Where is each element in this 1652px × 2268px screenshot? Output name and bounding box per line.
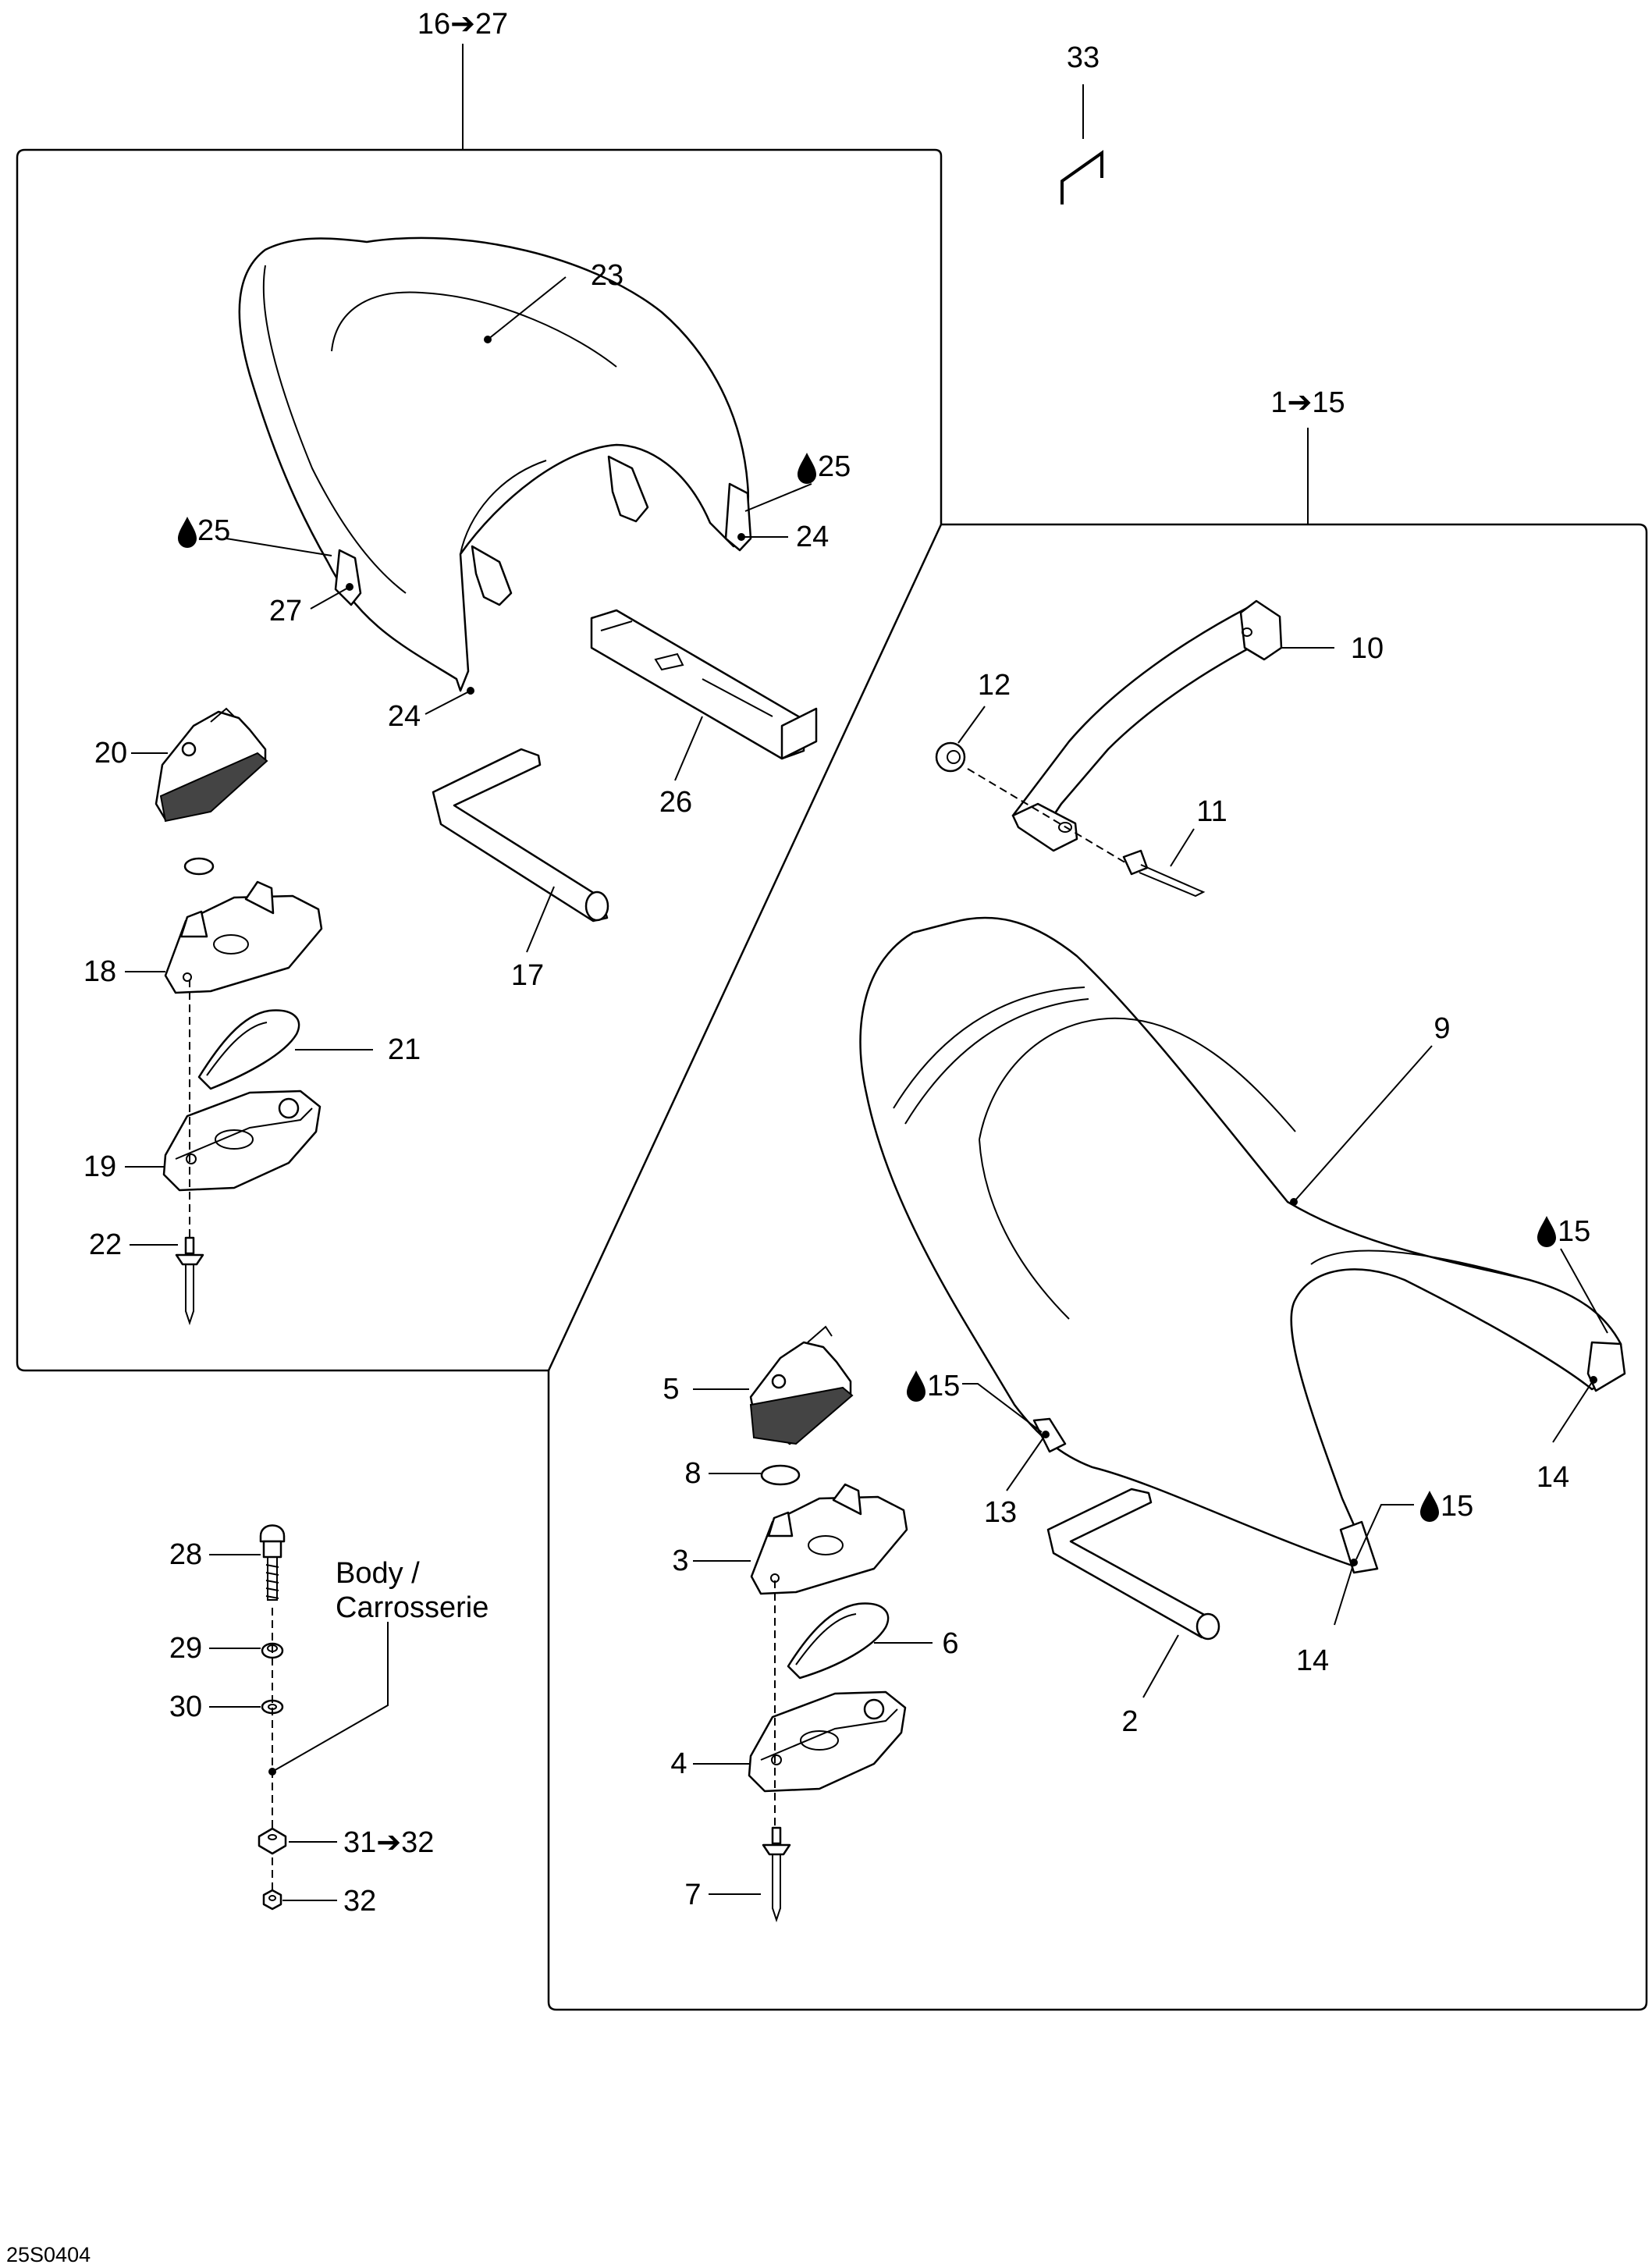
label-26: 26 [659,786,692,819]
part-4-base [748,1690,907,1793]
label-29: 29 [169,1632,202,1665]
label-18: 18 [83,955,116,988]
label-4: 4 [670,1747,687,1780]
label-15a: 15 [1558,1215,1590,1248]
driver-seat-group-frame [547,523,1648,2011]
passenger-group-range-label: 16➔27 [417,8,508,41]
label-28: 28 [169,1538,202,1571]
oil-drop-icon [178,517,197,548]
label-30: 30 [169,1690,202,1723]
label-17: 17 [511,959,544,992]
label-25b: 25 [197,514,230,547]
label-15b: 15 [927,1370,960,1402]
label-27: 27 [269,595,302,627]
label-32: 32 [343,1885,376,1918]
oil-drop-icon [1420,1491,1439,1522]
part-3-plate [750,1483,908,1595]
label-23: 23 [591,259,623,292]
part-11-rivet [1122,849,1206,898]
part-7-rivet [762,1826,791,1923]
part-8-washer [760,1464,801,1486]
label-25a: 25 [818,450,851,483]
part-32-nut [262,1889,282,1911]
part-18-plate [164,857,323,994]
part-19-base [162,1090,322,1192]
part-28-bolt [259,1524,286,1601]
label-13: 13 [984,1496,1017,1529]
part-21-spring [197,1009,300,1090]
part-2-rod [1046,1488,1220,1641]
part-22-rivet [175,1236,204,1326]
label-21: 21 [388,1033,421,1066]
passenger-seat-group-frame [16,148,943,1372]
driver-seat-cushion [859,916,1626,1574]
oil-drop-icon [798,453,816,484]
label-6: 6 [942,1627,958,1660]
label-22: 22 [89,1228,122,1261]
label-24b: 24 [388,700,421,733]
oil-drop-icon [1537,1216,1556,1247]
body-label-line2: Carrosserie [336,1591,488,1624]
passenger-seat-cushion [238,236,752,692]
part-10-handle [1011,599,1283,852]
label-12: 12 [978,669,1011,702]
part-17-rod [432,748,609,922]
drawing-code: 25S0404 [6,2243,91,2266]
label-14b: 14 [1296,1644,1329,1677]
part-31-clip-nut [258,1827,287,1855]
label-2: 2 [1121,1705,1138,1738]
label-11: 11 [1196,795,1227,828]
label-20: 20 [94,737,127,770]
label-10: 10 [1351,632,1384,665]
label-9: 9 [1434,1012,1450,1045]
part-5-latch [749,1325,854,1445]
label-14a: 14 [1537,1461,1569,1494]
body-label-line1: Body / [336,1557,420,1590]
part-12-grommet [935,741,966,773]
label-8: 8 [684,1457,701,1490]
part-26-strap [590,609,818,760]
part-6-spring [787,1602,890,1680]
part-33-clip [1060,150,1103,204]
label-3: 3 [672,1545,688,1577]
label-33: 33 [1067,41,1100,74]
oil-drop-icon [907,1370,925,1402]
part-20-latch [155,707,268,823]
driver-group-range-label: 1➔15 [1270,386,1345,419]
label-5: 5 [663,1373,679,1406]
label-15c: 15 [1441,1490,1473,1523]
label-24a: 24 [796,521,829,553]
label-31-32: 31➔32 [343,1826,434,1859]
label-19: 19 [83,1150,116,1183]
label-7: 7 [684,1879,701,1911]
